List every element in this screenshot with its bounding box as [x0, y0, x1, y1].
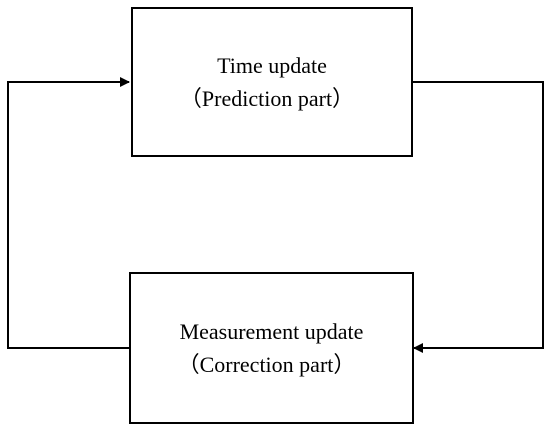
left-feedback-arrow — [7, 77, 130, 349]
measurement-update-title: Measurement update — [179, 319, 364, 344]
prediction-part-label: （Prediction part） — [179, 86, 355, 111]
measurement-update-box: Measurement update （Correction part） — [129, 272, 414, 424]
right-feedback-arrow — [413, 81, 544, 353]
time-update-box: Time update （Prediction part） — [131, 7, 413, 157]
correction-part-label: （Correction part） — [177, 352, 356, 377]
time-update-title: Time update — [217, 53, 327, 78]
